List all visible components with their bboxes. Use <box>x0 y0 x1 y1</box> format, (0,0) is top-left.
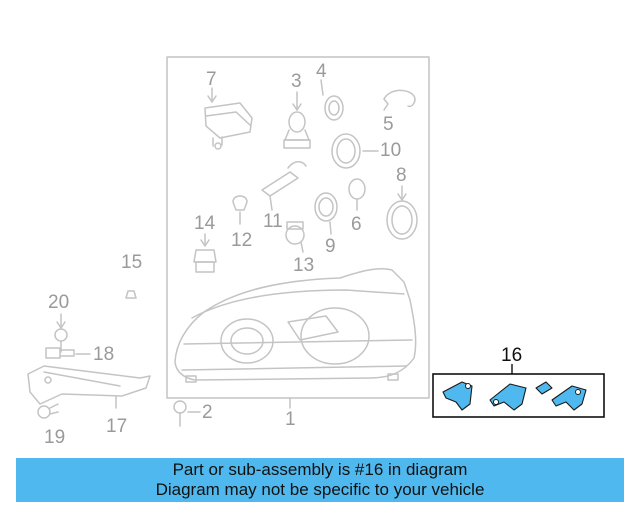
part-10-ring-seal <box>331 133 379 169</box>
callout-9: 9 <box>325 236 336 257</box>
part-7-control-module <box>204 87 253 150</box>
callout-3: 3 <box>291 71 302 92</box>
callout-5: 5 <box>383 114 394 135</box>
callout-20: 20 <box>48 292 70 313</box>
callout-6: 6 <box>351 214 362 235</box>
callout-19: 19 <box>44 427 66 448</box>
callout-7: 7 <box>206 69 217 90</box>
part-4-socket-ring <box>320 79 344 121</box>
part-15-clip <box>125 290 137 299</box>
part-18-bolt <box>45 347 91 359</box>
callout-12: 12 <box>231 230 253 251</box>
callout-17: 17 <box>106 416 128 437</box>
headlight-housing <box>174 267 417 383</box>
callout-2: 2 <box>202 402 213 423</box>
banner-line-2: Diagram may not be specific to your vehi… <box>155 480 485 499</box>
part-13-bulb <box>285 221 305 253</box>
part-2-screw <box>173 400 201 427</box>
callout-13: 13 <box>293 255 315 276</box>
part-20-screw <box>54 313 68 353</box>
callout-15: 15 <box>121 252 143 273</box>
callout-8: 8 <box>396 165 407 186</box>
callout-11: 11 <box>263 211 283 232</box>
callout-18: 18 <box>93 344 115 365</box>
part-9-ring <box>314 192 338 235</box>
callout-1: 1 <box>285 409 296 430</box>
part-8-dust-cap <box>386 185 418 240</box>
part-5-wire-clip <box>383 89 416 111</box>
part-3-bulb <box>283 91 311 149</box>
part-11-socket-harness <box>261 161 307 211</box>
part-6-small-cap <box>348 178 366 211</box>
part-14-halogen-bulb <box>193 233 217 273</box>
part-19-screw <box>37 403 59 419</box>
callout-14: 14 <box>194 213 216 234</box>
part-12-wedge-bulb <box>232 195 248 225</box>
callout-10: 10 <box>380 140 402 161</box>
banner-line-1: Part or sub-assembly is #16 in diagram <box>172 460 468 479</box>
part-16-bracket-kit <box>432 364 605 418</box>
part-17-bracket <box>27 365 151 409</box>
callout-16: 16 <box>501 345 523 366</box>
assembly-frame <box>166 56 430 399</box>
info-banner: Part or sub-assembly is #16 in diagram D… <box>16 458 624 502</box>
callout-4: 4 <box>316 61 327 82</box>
